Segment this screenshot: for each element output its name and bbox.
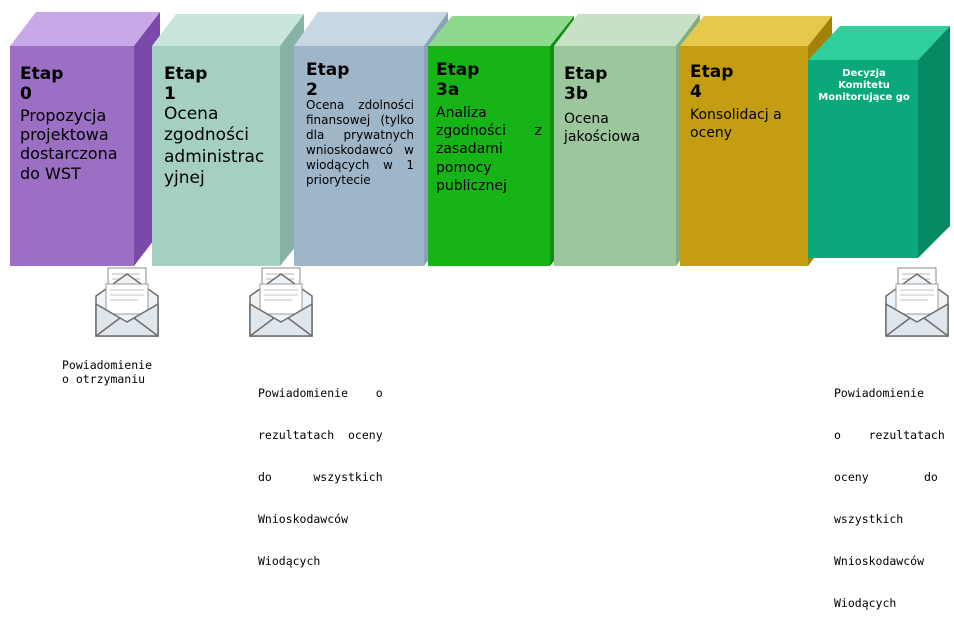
note-line: Powiadomienie o [258,386,383,400]
envelope-icon [95,267,159,337]
stage-2-description: Ocena zdolności finansowej (tylko dla pr… [306,98,414,187]
note-line: o rezultatach [834,428,945,442]
envelope-icon [885,267,949,337]
note-line: oceny do [834,470,938,484]
note-line: Wiodących [258,554,321,568]
note-line: do wszystkich [258,470,383,484]
note-line: Wnioskodawców [258,512,349,526]
note-line: Wnioskodawców [834,554,925,568]
stage-1-description: Ocena zgodności administrac yjnej [164,104,265,188]
notification-receipt: Powiadomienie o otrzymaniu [62,358,172,386]
note-line: Powiadomienie [834,386,925,400]
note-line: o otrzymaniu [62,372,146,386]
stage-4-title: Etap 4 [690,62,734,102]
process-diagram: Etap 0 Propozycja projektowa dostarczona… [10,12,950,610]
stage-3a-title: Etap 3a [436,60,480,100]
stage-4-description: Konsolidacj a oceny [690,107,782,142]
stage-3b-title: Etap 3b [564,64,608,104]
stage-3b-description: Ocena jakościowa [564,111,641,146]
notification-results-stage1: Powiadomienie o rezultatach oceny do wsz… [258,358,408,596]
envelope-icon [249,267,313,337]
note-line: wszystkich [834,512,904,526]
stage-2-title: Etap 2 [306,60,350,100]
stage-3a-description: Analiza zgodności z zasadami pomocy publ… [436,105,542,194]
stage-0-title: Etap 0 [20,64,64,104]
note-line: Wiodących [834,596,897,610]
note-line: Powiadomienie [62,358,153,372]
stage-0-description: Propozycja projektowa dostarczona do WST [20,106,118,183]
stage-1-title: Etap 1 [164,64,208,104]
note-line: rezultatach oceny [258,428,383,442]
decision-title: Decyzja Komitetu Monitorujące go [818,68,910,103]
decision-shape [808,26,950,258]
notification-results-final: Powiadomienie o rezultatach oceny do wsz… [834,358,954,638]
